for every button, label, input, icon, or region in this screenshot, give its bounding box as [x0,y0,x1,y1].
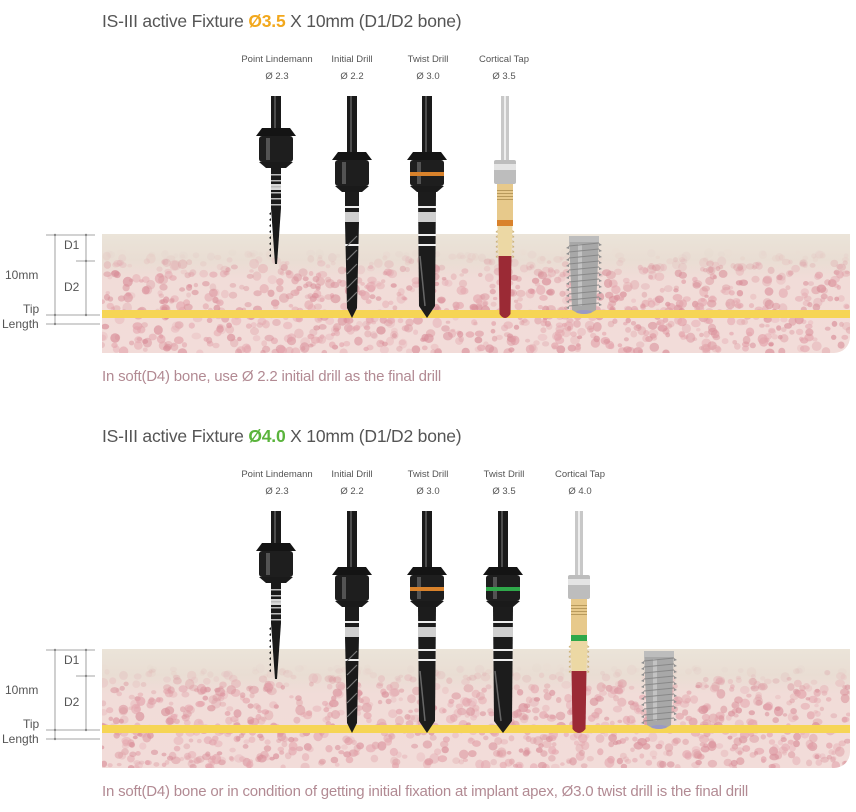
title-suffix: X 10mm (D1/D2 bone) [285,11,462,31]
tool-label: Cortical Tap Ø 4.0 [535,466,625,500]
length-label: Length [2,317,39,331]
dimension-lines [46,233,100,326]
length-total-label: 10mm [5,268,39,282]
tool-label: Point Lindemann Ø 2.3 [232,466,322,500]
tool-diameter: Ø 2.2 [340,486,364,497]
bone-illustration [102,649,850,768]
protocol-section-35: IS-III active Fixture Ø3.5 X 10mm (D1/D2… [0,11,850,385]
tip-length-line [102,310,850,318]
dimension-legend: D1 D2 10mm Tip Length [0,643,110,753]
tip-label: Tip [23,302,40,316]
twist-drill-icon [483,511,523,733]
tool-name: Point Lindemann [241,54,313,65]
d2-label: D2 [64,280,80,294]
cortical-tap-icon [568,511,590,733]
bone-cross-section [102,649,850,768]
title-diameter: Ø4.0 [248,426,286,446]
tool-label: Twist Drill Ø 3.0 [383,466,473,500]
tool-diameter: Ø 3.0 [416,71,440,82]
tool-diameter: Ø 2.3 [265,486,289,497]
tool-name: Twist Drill [407,54,449,65]
fixture-implant-icon [566,236,602,314]
tool-name: Cortical Tap [555,469,605,480]
tool-diameter: Ø 3.0 [416,486,440,497]
tool-name: Point Lindemann [241,469,313,480]
tool-name: Initial Drill [331,54,373,65]
tool-label: Twist Drill Ø 3.0 [383,51,473,85]
tool-diameter: Ø 2.3 [265,71,289,82]
tool-name: Twist Drill [483,469,525,480]
title-suffix: X 10mm (D1/D2 bone) [285,426,462,446]
title-prefix: IS-III active Fixture [102,11,249,31]
tip-label: Tip [23,717,40,731]
dimension-legend: D1 D2 10mm Tip Length [0,228,110,338]
d2-label: D2 [64,695,80,709]
d1-label: D1 [64,653,80,667]
cortical-tap-icon [494,96,516,318]
tool-diameter: Ø 3.5 [492,486,516,497]
d1-label: D1 [64,238,80,252]
tool-label: Initial Drill Ø 2.2 [307,466,397,500]
tool-name: Twist Drill [407,469,449,480]
tool-label: Cortical Tap Ø 3.5 [459,51,549,85]
fixture-implant-icon [641,651,677,729]
dimension-lines [46,648,100,741]
tool-diameter: Ø 4.0 [568,486,592,497]
lindemann-drill-icon [256,96,296,264]
length-label: Length [2,732,39,746]
bone-cross-section [102,234,850,353]
section-title: IS-III active Fixture Ø4.0 X 10mm (D1/D2… [102,426,462,447]
tool-name: Cortical Tap [479,54,529,65]
tool-label: Point Lindemann Ø 2.3 [232,51,322,85]
initial-drill-icon [332,96,372,318]
protocol-section-40: IS-III active Fixture Ø4.0 X 10mm (D1/D2… [0,415,856,812]
tool-diameter: Ø 3.5 [492,71,516,82]
bone-illustration [102,234,850,353]
clinical-note: In soft(D4) bone or in condition of gett… [102,783,749,800]
twist-drill-icon [407,511,447,733]
tool-name: Initial Drill [331,469,373,480]
twist-drill-icon [407,96,447,318]
tool-label: Initial Drill Ø 2.2 [307,51,397,85]
title-prefix: IS-III active Fixture [102,426,249,446]
initial-drill-icon [332,511,372,733]
section-title: IS-III active Fixture Ø3.5 X 10mm (D1/D2… [102,11,462,32]
tool-label: Twist Drill Ø 3.5 [459,466,549,500]
clinical-note: In soft(D4) bone, use Ø 2.2 initial dril… [102,368,441,385]
lindemann-drill-icon [256,511,296,679]
tip-length-line [102,725,850,733]
length-total-label: 10mm [5,683,39,697]
title-diameter: Ø3.5 [248,11,286,31]
tool-diameter: Ø 2.2 [340,71,364,82]
